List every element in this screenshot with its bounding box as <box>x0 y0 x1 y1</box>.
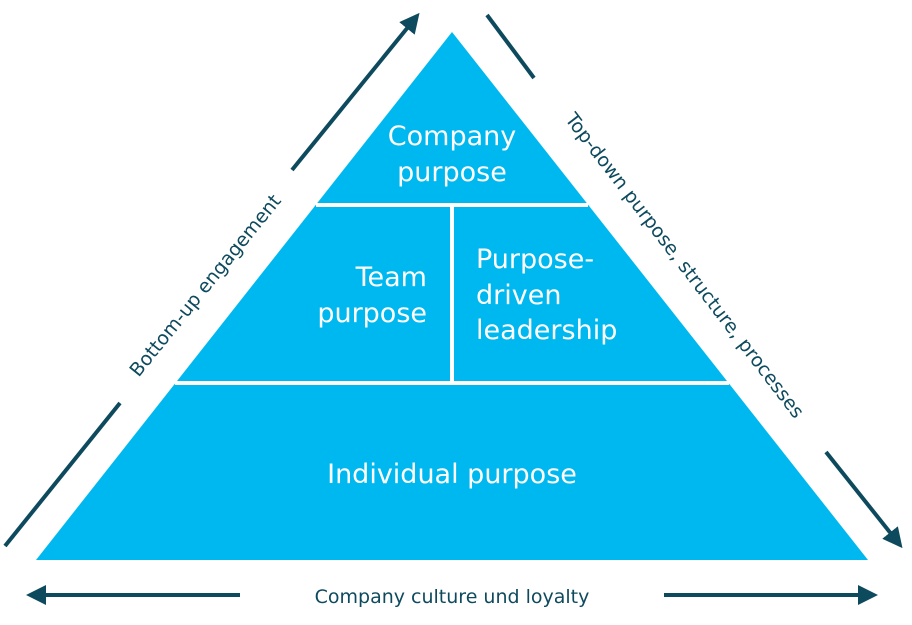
top-down-arrow-upper <box>485 13 536 80</box>
culture-label: Company culture und loyalty <box>315 586 590 608</box>
bottom-up-arrow-upper <box>290 12 420 172</box>
top-down-arrow-lower <box>824 450 903 549</box>
bottom-up-arrow-lower <box>3 401 122 548</box>
tier-company-purpose-line1: Company <box>388 121 516 152</box>
tier-company-purpose-line2: purpose <box>397 157 507 188</box>
tier-team-purpose-line1: Team <box>355 262 427 293</box>
tier-team-purpose-line2: purpose <box>317 298 427 329</box>
tier-individual-purpose: Individual purpose <box>327 459 577 490</box>
tier-leadership-line1: Purpose- <box>476 244 594 275</box>
tier-leadership-line2: driven <box>476 280 561 311</box>
tier-leadership-line3: leadership <box>476 315 617 346</box>
